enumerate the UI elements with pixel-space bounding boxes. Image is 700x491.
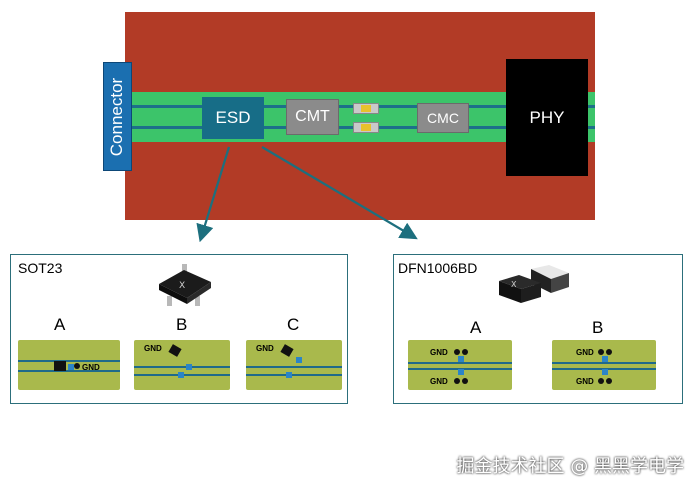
svg-text:X: X [511,280,517,289]
dfn1006bd-package-icon: X [499,265,569,303]
dfn1006bd-layout-b: GND GND [552,340,656,390]
sot23-layout-b: GND [134,340,230,390]
capacitor-top [353,103,379,114]
sot23-b-gnd-label: GND [144,344,162,353]
sot23-option-a-label: A [54,315,66,334]
esd-block: ESD [202,97,264,139]
sot23-option-b-label: B [176,315,188,334]
capacitor-bottom [353,122,379,133]
cmc-block: CMC [417,103,469,133]
watermark: 掘金技术社区 @ 黑黑学电学 [456,456,684,477]
dfn-b-gnd-top-label: GND [576,348,594,357]
sot23-title: SOT23 [18,260,63,276]
arrow-to-sot23 [196,146,231,243]
arrow-to-dfn1006bd [261,146,418,240]
sot23-a-gnd-label: GND [82,363,100,372]
sot23-package-icon: X [159,264,211,306]
dfn1006bd-option-b-label: B [592,318,604,337]
sot23-option-c-label: C [287,315,300,334]
sot23-layout-a: GND [18,340,120,390]
dfn-a-gnd-top-label: GND [430,348,448,357]
dfn1006bd-title: DFN1006BD [398,260,478,276]
connector-block: Connector [103,62,132,171]
phy-block: PHY [506,59,588,176]
sot23-layout-c: GND [246,340,342,390]
dfn1006bd-layout-a: GND GND [408,340,512,390]
esd-arrows [196,146,418,243]
sot23-c-gnd-label: GND [256,344,274,353]
svg-text:X: X [179,281,185,291]
dfn1006bd-option-a-label: A [470,318,482,337]
dfn-a-gnd-bottom-label: GND [430,377,448,386]
dfn-b-gnd-bottom-label: GND [576,377,594,386]
cmt-block: CMT [286,99,339,135]
